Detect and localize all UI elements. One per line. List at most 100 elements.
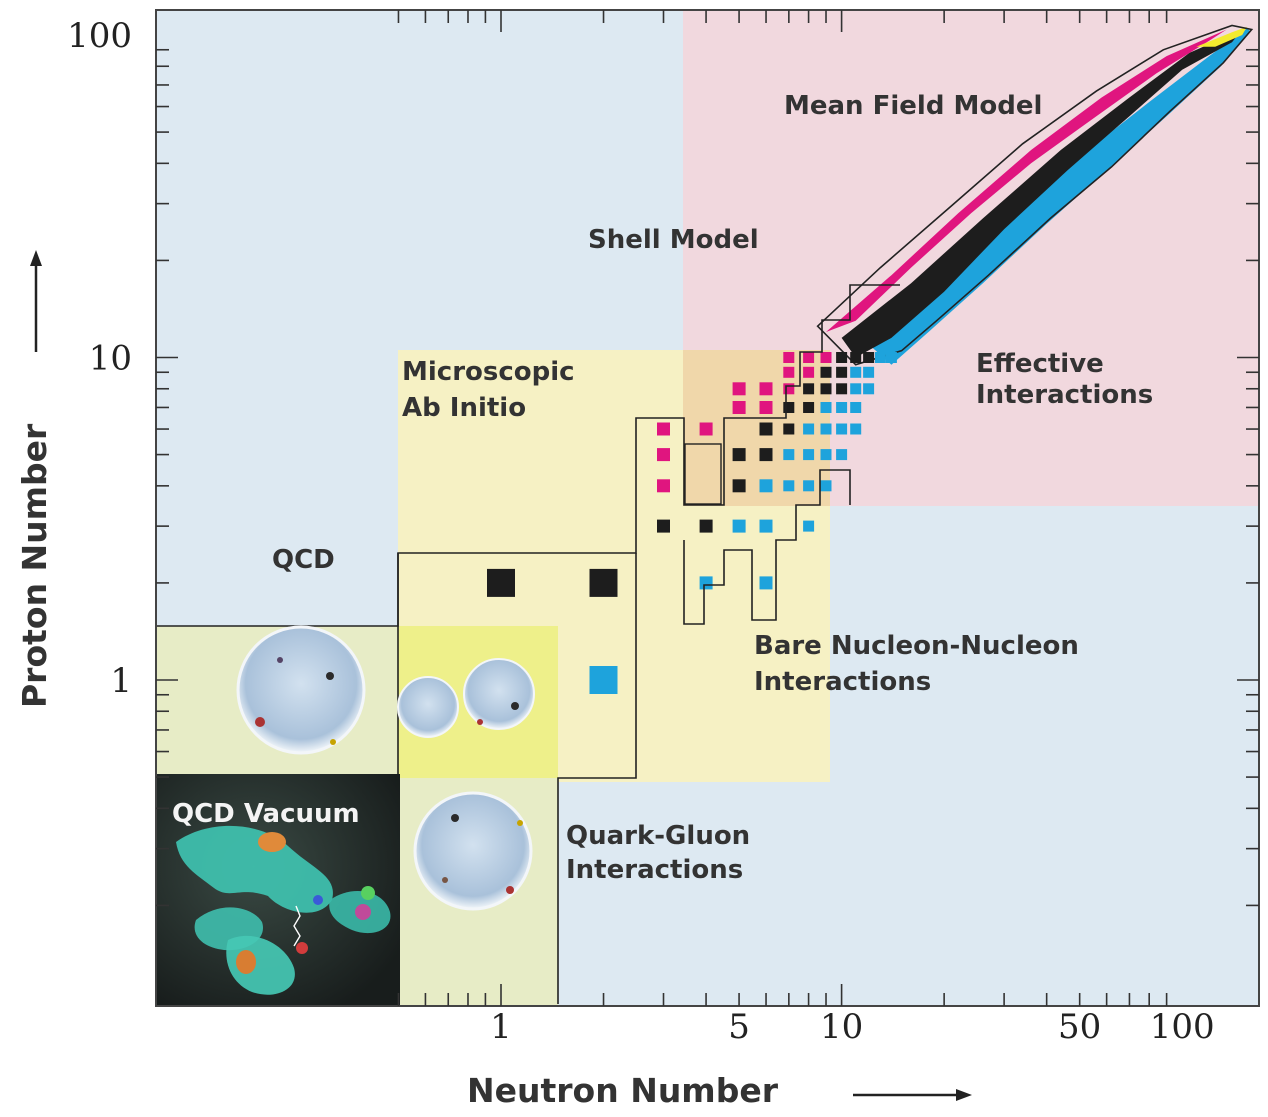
nuclide-marker [783,383,795,395]
y-tick-label: 100 [67,16,132,56]
label-microscopic-ab-initio-line2: Ab Initio [402,393,526,423]
nuclide-marker [863,352,875,363]
nuclide-marker [657,422,670,436]
nuclide-marker [759,519,773,533]
nuclide-marker [783,402,795,413]
nuclide-marker [850,352,862,363]
nuclide-marker [836,423,848,435]
outline-upper [156,284,900,627]
nuclide-marker [863,366,875,378]
y-tick-label: 1 [110,661,132,701]
nuclide-marker [732,448,746,462]
nuclide-marker [732,479,746,493]
nuclide-marker [850,383,862,395]
nuclide-marker [783,480,795,492]
x-axis-arrow [853,1089,972,1101]
nuclide-marker [732,519,746,533]
nuclide-marker [783,366,795,378]
qcd-vacuum-image [156,774,400,1006]
label-quark-gluon-interactions-line1: Quark-Gluon [566,821,750,851]
nuclide-marker [820,366,832,378]
band-outline [816,24,1254,366]
label-effective-interactions-line2: Interactions [976,380,1153,410]
nuclide-marker [850,366,862,378]
nuclide-marker [657,519,670,533]
nuclide-marker [836,449,848,461]
nuclide-marker [589,568,618,597]
nuclide-marker [836,402,848,413]
nuclide-marker [657,448,670,462]
nuclide-marker [657,479,670,493]
nuclide-marker [732,401,746,414]
x-tick-label: 1 [490,1007,512,1047]
label-bare-nn-interactions-line1: Bare Nucleon-Nucleon [754,631,1079,661]
y-axis-arrow [30,250,42,352]
nuclide-marker [759,479,773,493]
label-mean-field-model: Mean Field Model [784,91,1042,121]
heavy-edge-band [1196,26,1247,47]
label-microscopic-ab-initio-line1: Microscopic [402,357,575,387]
label-effective-interactions-line1: Effective [976,349,1104,379]
nuclide-marker [759,422,773,436]
proton-rich-band [826,29,1227,332]
nuclide-marker [759,448,773,462]
label-bare-nn-interactions-line2: Interactions [754,667,931,697]
nuclide-marker [836,366,848,378]
nuclide-marker [759,382,773,396]
nuclide-marker [803,480,815,492]
nuclide-marker [820,480,832,492]
nuclide-marker [589,666,618,694]
nuclide-marker [820,423,832,435]
label-shell-model: Shell Model [588,225,759,255]
neutron-rich-band [868,28,1250,365]
label-quark-gluon-interactions-line2: Interactions [566,855,743,885]
nuclide-marker [885,352,897,363]
x-tick-label: 100 [1150,1007,1215,1047]
nuclide-marker [803,449,815,461]
nuclide-marker [803,423,815,435]
nuclide-marker [820,449,832,461]
outline-lower [557,553,637,1004]
nuclide-marker [803,383,815,395]
y-axis-title: Proton Number [15,423,54,708]
nuclide-marker [803,352,815,363]
nuclide-marker [759,576,773,590]
x-axis-title: Neutron Number [467,1071,779,1110]
nuclide-marker [759,401,773,414]
label-qcd-vacuum: QCD Vacuum [172,799,360,829]
outline-box [684,443,722,505]
nuclide-marker [732,382,746,396]
nuclide-marker [783,449,795,461]
nuclide-marker [487,568,515,597]
nuclide-marker [803,520,815,532]
gluon-field-image [236,625,535,911]
outline-bottom-steps [683,469,851,625]
plot-frame [155,9,1260,1007]
nuclide-marker [863,383,875,395]
nuclide-marker [836,383,848,395]
nuclide-markers [487,352,897,694]
stable-band [841,29,1243,358]
nuclide-marker [699,519,713,533]
nuclide-marker [699,422,713,436]
nuclide-marker [820,383,832,395]
x-tick-label: 10 [820,1007,863,1047]
y-tick-label: 10 [89,339,132,379]
y-axis-ticks: 1 10 100 [67,16,1259,907]
nuclide-marker [783,423,795,435]
label-qcd: QCD [272,545,335,575]
nuclide-marker [803,366,815,378]
nuclide-marker [820,352,832,363]
nuclide-marker [836,352,848,363]
nuclide-marker [850,423,862,435]
nuclide-marker [850,402,862,413]
nuclide-marker [783,352,795,363]
x-tick-label: 5 [728,1007,750,1047]
nuclide-marker [699,576,713,590]
nuclide-band [816,24,1254,366]
nuclide-marker [820,402,832,413]
nuclide-marker [803,402,815,413]
nuclide-marker [874,352,886,363]
